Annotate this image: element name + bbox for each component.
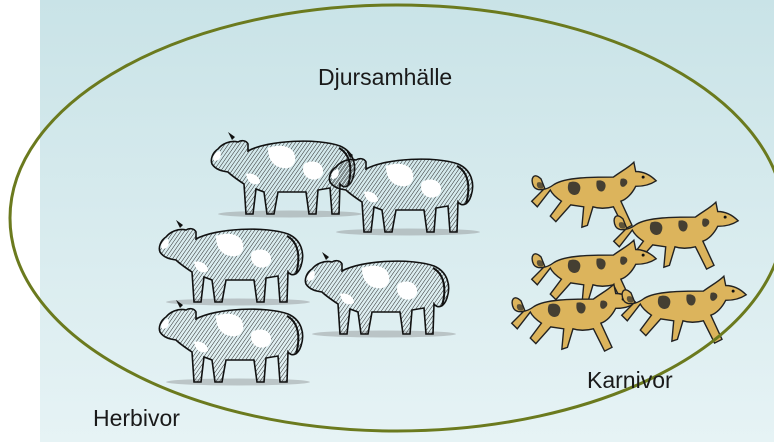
carnivore-label: Karnivor xyxy=(587,369,673,392)
herbivore-label: Herbivor xyxy=(93,407,180,430)
community-title: Djursamhälle xyxy=(318,66,452,89)
